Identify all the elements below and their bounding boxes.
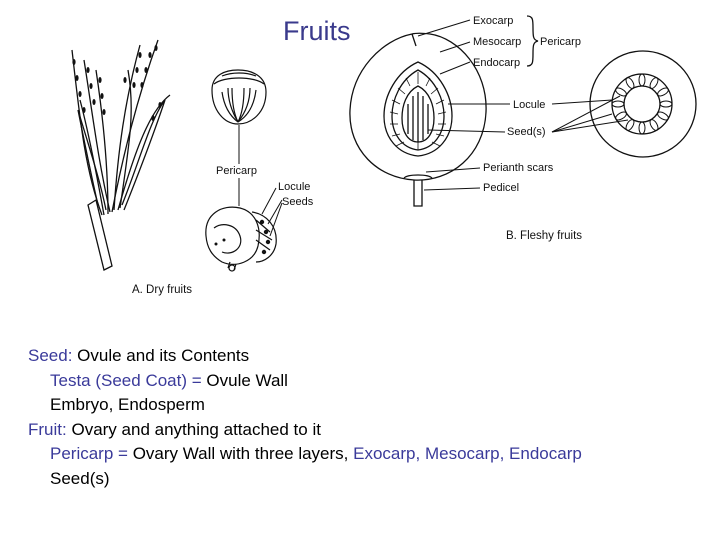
pericarp-layers: Exocarp, Mesocarp, Endocarp (353, 444, 582, 463)
pericarp-brace (526, 15, 539, 67)
label-endocarp: Endocarp (473, 57, 520, 69)
fruit-line: Fruit: Ovary and anything attached to it (28, 418, 582, 443)
pericarp-line: Pericarp = Ovary Wall with three layers,… (28, 442, 582, 467)
label-exocarp: Exocarp (473, 15, 513, 27)
grain-head-illustration (71, 39, 171, 271)
fruit-term: Fruit: (28, 419, 67, 439)
page-title: Fruits (283, 16, 351, 46)
open-fruit-illustration (205, 206, 277, 272)
pericarp-term: Pericarp = (50, 444, 128, 463)
dry-leader-lines (238, 125, 283, 237)
testa-desc: Ovule Wall (206, 370, 288, 390)
pericarp-desc: Ovary Wall with three layers, (132, 444, 349, 463)
fleshy-leader-lines (417, 19, 629, 191)
open-fruit-seeds (214, 219, 271, 255)
fruit-desc: Ovary and anything attached to it (71, 419, 321, 439)
label-dry-locule: Locule (278, 181, 310, 193)
cross-section-seeds (611, 73, 673, 135)
grain-dots (72, 45, 162, 121)
seeds-line: Seed(s) (50, 468, 110, 488)
label-fleshy-pericarp: Pericarp (540, 36, 581, 48)
seed-line: Seed: Ovule and its Contents (28, 344, 582, 369)
caption-fleshy-fruits: B. Fleshy fruits (506, 230, 582, 242)
label-dry-pericarp: Pericarp (216, 165, 257, 177)
label-mesocarp: Mesocarp (473, 36, 521, 48)
label-dry-seeds: Seeds (282, 196, 314, 208)
testa-term: Testa (Seed Coat) = (50, 370, 202, 390)
embryo-line: Embryo, Endosperm (50, 395, 205, 414)
fruit-diagrams: Pericarp Locule Seeds A. Dry fruits (71, 15, 697, 296)
drupe-stone-hatch (389, 72, 447, 150)
testa-line: Testa (Seed Coat) = Ovule Wall (28, 369, 582, 394)
label-fleshy-seeds: Seed(s) (507, 126, 546, 138)
seed-term: Seed: (28, 346, 73, 365)
definitions-block: Seed: Ovule and its Contents Testa (Seed… (28, 344, 582, 491)
drupe-illustration (349, 32, 487, 207)
capsule-illustration (211, 69, 267, 125)
seed-desc: Ovule and its Contents (77, 346, 250, 365)
caption-dry-fruits: A. Dry fruits (132, 284, 192, 296)
label-perianth-scars: Perianth scars (483, 162, 554, 174)
label-fleshy-locule: Locule (513, 99, 545, 111)
label-pedicel: Pedicel (483, 182, 519, 194)
